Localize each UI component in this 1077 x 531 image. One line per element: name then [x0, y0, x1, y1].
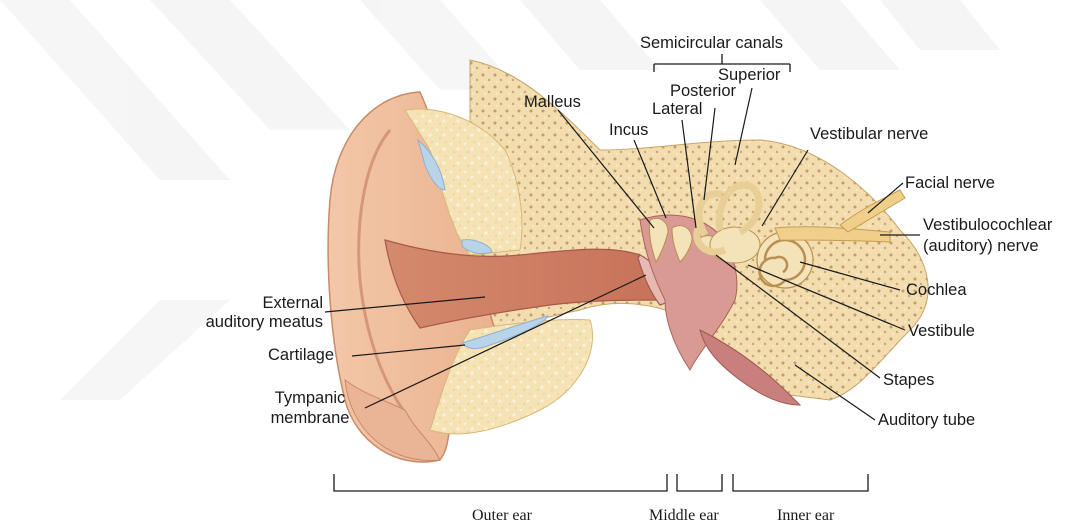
label-stapes: Stapes — [883, 371, 934, 390]
label-vestibular-nerve: Vestibular nerve — [810, 125, 928, 144]
section-outer-ear: Outer ear — [472, 507, 532, 525]
label-external-meatus-2: auditory meatus — [180, 313, 323, 332]
label-vestibulocochlear-2: (auditory) nerve — [923, 237, 1039, 256]
label-vestibule: Vestibule — [908, 322, 975, 341]
section-middle-ear: Middle ear — [649, 507, 719, 525]
inner-ear-bracket — [733, 474, 868, 491]
label-lateral: Lateral — [652, 100, 702, 119]
label-cochlea: Cochlea — [906, 281, 967, 300]
label-posterior: Posterior — [670, 82, 736, 101]
label-tympanic-1: Tympanic — [255, 389, 365, 408]
middle-ear-bracket — [677, 474, 722, 491]
section-inner-ear: Inner ear — [777, 507, 834, 525]
label-semicircular-canals: Semicircular canals — [640, 34, 783, 53]
label-incus: Incus — [609, 121, 648, 140]
vestibule-shape — [710, 227, 760, 263]
section-brackets — [334, 474, 868, 491]
outer-ear-bracket — [334, 474, 667, 491]
label-vestibulocochlear-1: Vestibulocochlear — [923, 216, 1052, 235]
label-cartilage: Cartilage — [268, 346, 334, 365]
label-tympanic-2: membrane — [255, 409, 365, 428]
label-external-meatus-1: External — [180, 294, 323, 313]
label-facial-nerve: Facial nerve — [905, 174, 995, 193]
label-malleus: Malleus — [524, 93, 581, 112]
label-auditory-tube: Auditory tube — [878, 411, 975, 430]
